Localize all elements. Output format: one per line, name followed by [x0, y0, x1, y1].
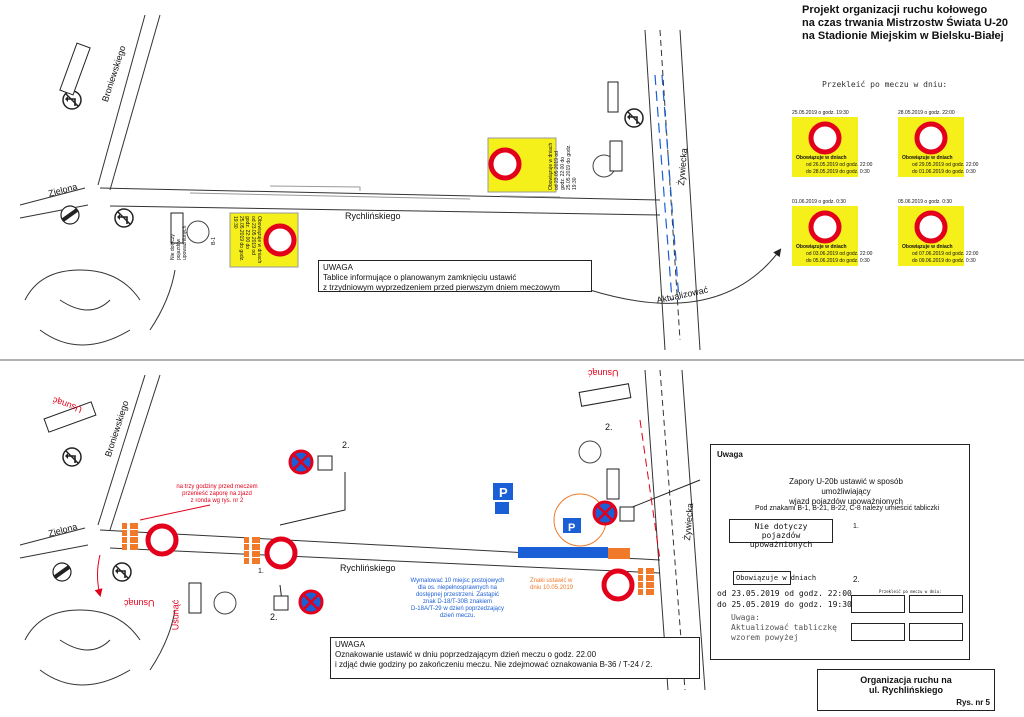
project-title-line2: na czas trwania Mistrzostw Świata U-20 [802, 17, 1009, 29]
bottom-uwaga-line2: i zdjąć dwie godziny po zakończeniu mecz… [335, 660, 653, 669]
board2-head: Obowiązuje w dniach [902, 155, 953, 161]
num2-bottom: 2. [270, 612, 278, 622]
top-uwaga-line2: z trzydniowym wyprzedzeniem przed pierws… [323, 283, 560, 292]
legend-zapory-line1: Zapory U-20b ustawić w sposób umożliwiaj… [789, 477, 903, 496]
bottom-uwaga-title: UWAGA [335, 640, 365, 649]
legend-nie-dotyczy-line1: Nie dotyczy [754, 522, 808, 531]
orange-note-line1: Znaki ustawić w [530, 578, 573, 584]
legend-od: od 23.05.2019 od godz. 22:00 [717, 589, 852, 598]
blue-note-line4: znak D-18/T-30B znakiem [422, 599, 493, 605]
yellow-sign-right [487, 137, 557, 193]
street-rychlinskiego-bottom: Rychlińskiego [340, 563, 396, 573]
blue-note-line3: dostępnej przestrzeni. Zastąpić [415, 592, 500, 598]
footer-line2: ul. Rychlińskiego [868, 685, 944, 695]
legend-nie-dotyczy: Nie dotyczy pojazdów upoważnionych [729, 519, 833, 549]
red-note-line3: z ronda wg rys. nr 2 [190, 498, 244, 504]
red-note-line1: na trzy godziny przed meczem [176, 484, 258, 490]
board1-date: 25.05.2019 o godz. 19:30 [792, 110, 849, 116]
legend-aktualizowac: Uwaga: Aktualizować tabliczkę wzorem pow… [731, 613, 837, 643]
board2-r2: do 01.06.2019 do godz. 0:30 [912, 169, 976, 175]
legend-mini-board-3 [851, 623, 905, 641]
project-title-line1: Projekt organizacji ruchu kołowego [802, 4, 988, 16]
board3-head: Obowiązuje w dniach [796, 244, 847, 250]
num2-top: 2. [342, 440, 350, 450]
top-uwaga-line1: Tablice informujące o planowanym zamknię… [323, 273, 517, 282]
blue-note-line2: dla os. niepełnosprawnych na [417, 585, 498, 591]
blue-note-line5: D-18A/T-29 w dzień poprzedzający [410, 606, 505, 612]
yellow-sign-left [229, 212, 299, 268]
bottom-uwaga-box: UWAGA Oznakowanie ustawić w dniu poprzed… [330, 637, 700, 679]
legend-aktualizowac-line1: Uwaga: [731, 613, 760, 622]
top-uwaga-box: UWAGA Tablice informujące o planowanym z… [318, 260, 592, 292]
board4-date: 05.06.2019 o godz. 0:30 [898, 199, 952, 205]
footer-box: Organizacja ruchu na ul. Rychlińskiego R… [817, 669, 995, 711]
legend-zapory: Zapory U-20b ustawić w sposób umożliwiaj… [771, 477, 921, 507]
board1-head: Obowiązuje w dniach [796, 155, 847, 161]
usunac-label-4: Usunąć [170, 599, 181, 631]
board1-r2: do 28.05.2019 do godz. 0:30 [806, 169, 870, 175]
project-title: Projekt organizacji ruchu kołowego na cz… [802, 4, 1020, 43]
board4-r2: do 09.06.2019 do godz. 0:30 [912, 258, 976, 264]
street-rychlinskiego-top: Rychlińskiego [345, 211, 401, 221]
svg-text:P: P [499, 485, 508, 500]
legend-title: Uwaga [717, 450, 743, 459]
num2-right: 2. [605, 422, 613, 432]
board4-head: Obowiązuje w dniach [902, 244, 953, 250]
parking-sign: P P [493, 483, 581, 534]
footer-line1: Organizacja ruchu na [860, 675, 952, 685]
top-road-network [19, 14, 782, 351]
board3-r1: od 03.06.2019 od godz. 22:00 [806, 251, 873, 257]
board1-r1: od 26.05.2019 od godz. 22:00 [806, 162, 873, 168]
blue-note-line1: Wymalować 10 miejsc postojowych [410, 578, 505, 584]
legend-obowiazuje-text: Obowiązuje w dniach [736, 574, 817, 582]
yellow-left-text: Obowiązuje w dniach od 23.05.2019 od god… [232, 216, 262, 264]
legend-zapory-line2: wjazd pojazdów upoważnionych [789, 497, 903, 506]
orange-note-line2: dniu 10.05.2019 [530, 585, 574, 591]
legend-obowiazuje: Obowiązuje w dniach [733, 571, 817, 585]
legend-pod-znakami: Pod znakami B-1, B-21, B-22, C-8 należy … [755, 505, 940, 512]
legend-mini-board-2 [909, 595, 963, 613]
board3-r2: do 05.06.2019 do godz. 0:30 [806, 258, 870, 264]
footer-rys: Rys. nr 5 [956, 698, 990, 707]
blue-note-line6: dzień meczu. [439, 613, 476, 619]
legend-mini-board-4 [909, 623, 963, 641]
legend-mini-title: Przekleić po meczu w dniu: [879, 589, 942, 594]
nie-dotyczy-top: Nie dotyczy pojazdów upoważnionych [170, 225, 188, 260]
orange-note: Znaki ustawić w dniu 10.05.2019 [530, 578, 573, 592]
legend-do: do 25.05.2019 do godz. 19:30 [717, 600, 852, 609]
legend-num1: 1. [853, 523, 859, 530]
bottom-road-network [19, 369, 706, 691]
legend-aktualizowac-line2: Aktualizować tabliczkę [731, 623, 837, 632]
project-title-line3: na Stadionie Miejskim w Bielsku-Białej [802, 30, 1004, 42]
top-uwaga-title: UWAGA [323, 263, 353, 272]
yellow-right-text: Obowiązuje w dniach od 23.05.2019 od god… [548, 142, 578, 190]
num1-b: 1. [258, 568, 264, 575]
przeklej-boards [792, 117, 964, 266]
legend-num2: 2. [853, 575, 860, 584]
board2-date: 28.05.2019 o godz. 22:00 [898, 110, 955, 116]
legend-aktualizowac-line3: wzorem powyżej [731, 633, 799, 642]
red-note-line2: przenieść zaporę na zjazd [182, 491, 252, 497]
usunac-label-2: Usunąć [588, 368, 619, 378]
legend-mini-board-1 [851, 595, 905, 613]
b1-label-top: B-1 [210, 237, 217, 245]
legend-nie-dotyczy-line2: pojazdów upoważnionych [749, 531, 813, 549]
bottom-uwaga-line1: Oznakowanie ustawić w dniu poprzedzający… [335, 650, 597, 659]
usunac-label-3: Usunąć [124, 598, 155, 608]
board2-r1: od 29.05.2019 od godz. 22:00 [912, 162, 979, 168]
board3-date: 01.06.2019 o godz. 0:30 [792, 199, 846, 205]
board4-r1: od 07.06.2019 od godz. 22:00 [912, 251, 979, 257]
blue-note: Wymalować 10 miejsc postojowych dla os. … [400, 578, 515, 620]
parking-strip [518, 547, 608, 558]
przeklej-title: Przekleić po meczu w dniu: [822, 80, 948, 89]
svg-text:P: P [568, 522, 575, 534]
red-note: na trzy godziny przed meczem przenieść z… [162, 484, 272, 505]
legend-box: Uwaga Zapory U-20b ustawić w sposób umoż… [710, 444, 970, 660]
